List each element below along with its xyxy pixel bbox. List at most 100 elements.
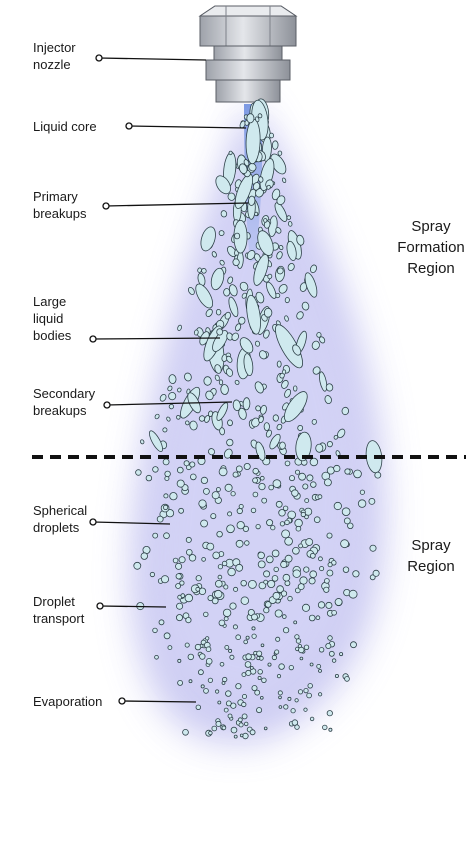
droplet	[235, 634, 242, 640]
droplet	[225, 700, 232, 707]
droplet	[167, 385, 173, 392]
droplet	[233, 734, 238, 739]
droplet	[316, 332, 322, 338]
droplet	[287, 263, 295, 271]
droplet	[263, 329, 270, 339]
droplet	[210, 513, 217, 520]
leader-dot-spherical-droplets	[89, 518, 97, 526]
droplet	[341, 406, 350, 416]
droplet	[235, 563, 244, 572]
droplet	[257, 676, 262, 681]
droplet	[325, 643, 332, 650]
droplet	[331, 609, 337, 616]
droplet	[231, 332, 239, 341]
droplet	[175, 562, 183, 570]
droplet	[164, 475, 170, 481]
droplet	[295, 525, 302, 532]
droplet	[279, 372, 285, 379]
droplet	[342, 566, 350, 573]
droplet	[184, 593, 193, 603]
droplet	[242, 525, 249, 533]
label-injector-nozzle: Injector nozzle	[33, 40, 76, 72]
droplet	[294, 698, 299, 703]
droplet	[276, 195, 286, 206]
droplet	[268, 132, 275, 139]
droplet	[195, 283, 214, 309]
droplet	[176, 479, 185, 488]
droplet	[263, 726, 268, 731]
droplet	[200, 684, 205, 689]
droplet	[243, 639, 249, 645]
droplet	[353, 469, 362, 479]
droplet	[177, 387, 182, 393]
droplet	[270, 525, 276, 531]
droplet	[205, 646, 212, 652]
droplet	[265, 555, 274, 564]
droplet	[323, 586, 330, 593]
droplet	[194, 643, 202, 651]
droplet	[374, 471, 382, 479]
droplet	[271, 575, 279, 582]
droplet	[163, 632, 171, 640]
droplet	[219, 661, 225, 667]
droplet	[257, 551, 265, 560]
droplet	[297, 689, 304, 695]
droplet	[326, 710, 333, 717]
droplet	[197, 669, 204, 676]
droplet	[199, 653, 206, 660]
droplet	[312, 366, 321, 375]
droplet	[267, 662, 272, 667]
droplet	[278, 695, 282, 700]
droplet	[233, 219, 248, 254]
droplet	[255, 523, 261, 530]
droplet	[227, 511, 233, 517]
droplet	[315, 443, 324, 453]
droplet	[238, 407, 247, 420]
droplet	[292, 546, 300, 555]
droplet	[197, 267, 202, 273]
droplet	[224, 311, 231, 320]
droplet	[275, 324, 303, 369]
droplet	[229, 602, 237, 610]
leader-large-liquid-bodies	[92, 337, 221, 340]
droplet	[301, 301, 310, 311]
droplet	[311, 419, 317, 425]
droplet	[188, 679, 193, 684]
droplet	[227, 192, 236, 201]
droplet	[228, 648, 233, 653]
droplet	[292, 344, 302, 356]
droplet	[169, 492, 178, 501]
droplet	[341, 507, 351, 517]
droplet	[284, 297, 290, 304]
droplet	[325, 601, 333, 609]
droplet	[296, 311, 304, 320]
droplet	[205, 308, 213, 318]
droplet	[217, 574, 223, 580]
droplet	[178, 507, 185, 514]
droplet	[211, 491, 220, 500]
droplet	[200, 226, 216, 252]
droplet	[256, 707, 263, 714]
droplet	[214, 374, 220, 381]
droplet	[149, 571, 155, 578]
droplet	[244, 661, 252, 668]
droplet	[149, 430, 163, 452]
droplet	[297, 583, 305, 590]
droplet	[283, 391, 308, 422]
droplet	[258, 415, 264, 424]
droplet	[260, 643, 265, 648]
droplet	[218, 230, 225, 237]
droplet	[205, 636, 210, 641]
droplet	[217, 700, 222, 705]
droplet	[278, 705, 283, 709]
droplet	[350, 641, 357, 649]
droplet	[163, 532, 170, 539]
droplet	[140, 552, 148, 560]
droplet	[324, 395, 332, 405]
droplet	[177, 324, 182, 331]
droplet	[251, 417, 260, 428]
droplet	[257, 113, 263, 119]
droplet	[268, 484, 275, 491]
droplet	[334, 598, 343, 606]
droplet	[219, 259, 225, 266]
